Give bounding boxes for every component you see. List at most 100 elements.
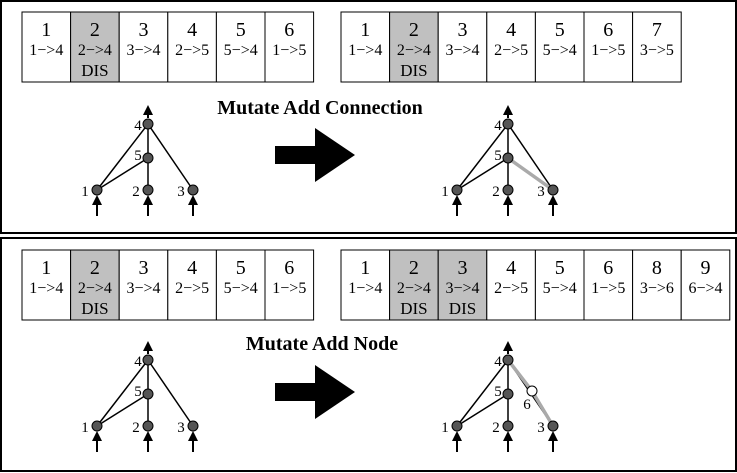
- innovation-number: 1: [41, 257, 51, 279]
- gene-cell: 11−>4: [340, 11, 391, 83]
- node-1: [91, 184, 103, 196]
- innovation-number: 9: [701, 257, 711, 279]
- gene-cell: 42−>5: [167, 249, 217, 321]
- innovation-number: 4: [187, 257, 197, 279]
- node-2: [142, 184, 154, 196]
- node-3: [187, 420, 199, 432]
- node-label: 5: [134, 148, 142, 164]
- node-4: [142, 118, 154, 130]
- gene-box: [632, 249, 682, 321]
- gene-box: [486, 11, 536, 83]
- node-5: [142, 152, 154, 164]
- panel-title-add-node: Mutate Add Node: [246, 333, 398, 355]
- disabled-label: DIS: [81, 61, 108, 80]
- gene-box: [215, 11, 266, 83]
- gene-box: [583, 249, 634, 321]
- gene-box: [167, 11, 217, 83]
- disabled-label: DIS: [81, 299, 108, 318]
- connection-label: 2−>5: [494, 280, 528, 297]
- connection-label: 1−>5: [591, 42, 625, 59]
- innovation-number: 1: [41, 19, 51, 41]
- new-edge-3-6: [530, 390, 555, 427]
- disabled-label: DIS: [400, 299, 427, 318]
- connection-label: 1−>4: [348, 280, 382, 297]
- innovation-number: 4: [187, 19, 197, 41]
- node-label: 3: [537, 184, 545, 200]
- connection-label: 5−>4: [543, 42, 577, 59]
- innovation-number: 5: [555, 257, 565, 279]
- node-3: [547, 420, 559, 432]
- node-2: [502, 184, 514, 196]
- gene-box: [680, 249, 731, 321]
- node-1: [451, 184, 463, 196]
- node-label: 2: [132, 184, 140, 200]
- edge-1-4: [456, 359, 509, 427]
- innovation-number: 2: [409, 257, 419, 279]
- node-label: 1: [81, 184, 89, 200]
- panel-title-add-connection: Mutate Add Connection: [217, 97, 423, 119]
- gene-cell: 42−>5: [486, 249, 536, 321]
- connection-label: 1−>5: [272, 42, 306, 59]
- edge-1-5: [456, 393, 509, 427]
- connection-label: 2−>4: [397, 280, 431, 297]
- gene-box: [632, 11, 682, 83]
- transition-arrow-add-node: [275, 365, 355, 419]
- innovation-number: 1: [360, 19, 370, 41]
- disabled-gene-box: [437, 249, 488, 321]
- node-5: [502, 388, 514, 400]
- connection-label: 3−>4: [445, 280, 479, 297]
- gene-cell: 55−>4: [534, 11, 585, 83]
- innovation-number: 6: [284, 19, 294, 41]
- node-4: [142, 354, 154, 366]
- gene-cell: 33−>4: [118, 11, 169, 83]
- innovation-number: 5: [555, 19, 565, 41]
- gene-cell: 61−>5: [583, 249, 634, 321]
- gene-cell: 11−>4: [21, 249, 72, 321]
- innovation-number: 4: [506, 19, 516, 41]
- innovation-number: 5: [236, 257, 246, 279]
- innovation-number: 6: [603, 19, 613, 41]
- connection-label: 5−>4: [224, 280, 258, 297]
- node-label: 2: [492, 184, 500, 200]
- node-label: 1: [441, 420, 449, 436]
- innovation-number: 1: [360, 257, 370, 279]
- innovation-number: 6: [284, 257, 294, 279]
- innovation-number: 3: [458, 19, 468, 41]
- gene-box: [167, 249, 217, 321]
- transition-arrow-add-connection: [275, 128, 355, 182]
- innovation-number: 6: [603, 257, 613, 279]
- connection-label: 3−>6: [640, 280, 674, 297]
- node-1: [451, 420, 463, 432]
- gene-cell: 11−>4: [340, 249, 391, 321]
- gene-cell: 42−>5: [167, 11, 217, 83]
- gene-box: [21, 249, 72, 321]
- connection-label: 1−>4: [348, 42, 382, 59]
- panel-add-connection-frame: [0, 0, 737, 234]
- node-label: 3: [177, 420, 185, 436]
- gene-cell: 11−>4: [21, 11, 72, 83]
- node-label: 1: [441, 184, 449, 200]
- gene-box: [340, 249, 391, 321]
- connection-label: 2−>4: [78, 280, 112, 297]
- edge-1-5: [456, 157, 509, 191]
- new-edge-6-4: [506, 358, 534, 393]
- node-label: 4: [494, 354, 502, 370]
- disabled-label: DIS: [449, 299, 476, 318]
- connection-label: 1−>4: [29, 42, 63, 59]
- disabled-label: DIS: [400, 61, 427, 80]
- gene-cell: 73−>5: [632, 11, 682, 83]
- innovation-number: 3: [458, 257, 468, 279]
- node-label: 5: [134, 384, 142, 400]
- gene-box: [264, 11, 315, 83]
- connection-label: 3−>5: [640, 42, 674, 59]
- gene-cell: 61−>5: [264, 11, 315, 83]
- gene-box: [534, 249, 585, 321]
- connection-label: 2−>5: [175, 280, 209, 297]
- node-label: 6: [523, 397, 531, 413]
